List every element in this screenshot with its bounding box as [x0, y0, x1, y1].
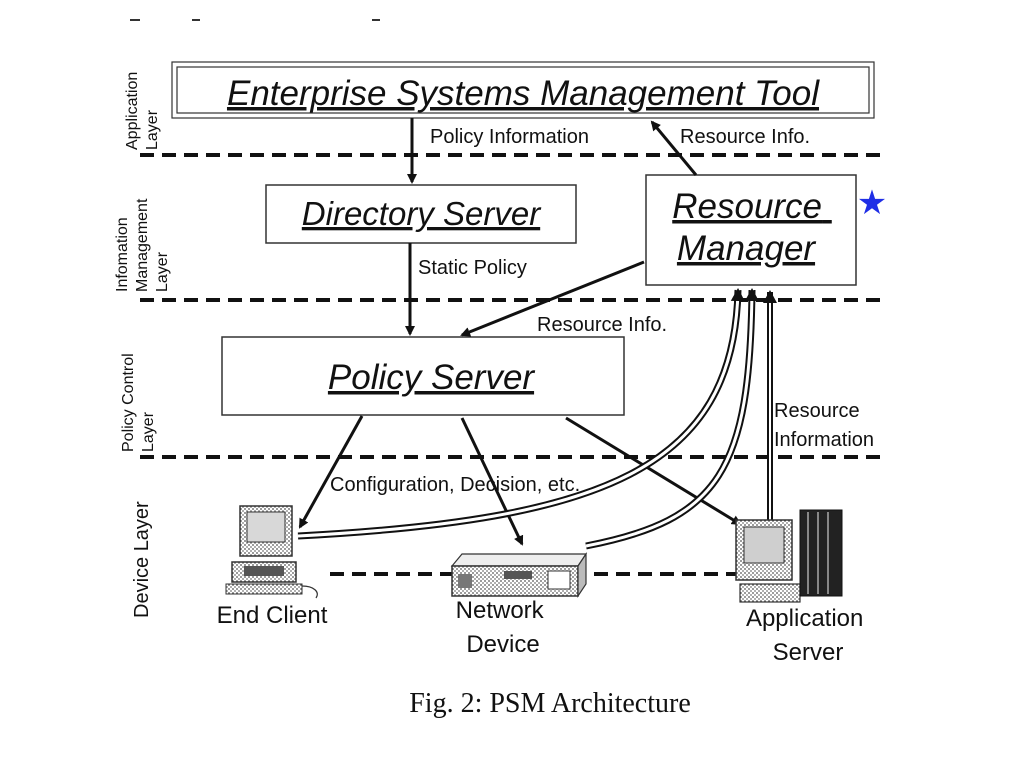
device-label-end-client: End Client	[217, 602, 328, 629]
directory-server-title: Directory Server	[302, 195, 542, 232]
label-static-policy: Static Policy	[418, 257, 527, 279]
label-configuration-decision: Configuration, Decision, etc.	[330, 474, 580, 496]
directory-server-box: Directory Server	[265, 184, 577, 244]
star-icon: ★	[857, 183, 887, 223]
layer-label-information-management: Infomation Management Layer	[114, 194, 171, 292]
label-policy-information: Policy Information	[430, 126, 589, 148]
end-client-computer-icon	[225, 505, 318, 599]
layer-label-device: Device Layer	[131, 501, 153, 618]
layer-label-policy-control: Policy Control Layer	[120, 349, 157, 452]
application-server-icon	[735, 509, 843, 603]
arrow-resource-manager-to-esm	[650, 120, 698, 176]
label-resource-info-top: Resource Info.	[680, 126, 810, 148]
label-resource-information: Resource Information	[774, 400, 874, 451]
device-label-application-server: Application Server	[746, 605, 870, 666]
arrow-policy-to-application-server	[565, 416, 742, 526]
policy-server-title: Policy Server	[328, 358, 536, 397]
arrow-policy-to-network-device	[460, 417, 524, 546]
network-device-icon	[450, 552, 588, 598]
device-label-network-device: Network Device	[456, 597, 551, 658]
policy-server-box: Policy Server	[221, 336, 625, 416]
layer-label-application: Application Layer	[124, 67, 161, 150]
resource-manager-title: Resource Manager	[672, 187, 832, 268]
arrow-network-device-to-resource-manager	[585, 288, 759, 550]
label-resource-info-mid: Resource Info.	[537, 314, 667, 336]
esm-tool-title: Enterprise Systems Management Tool	[227, 74, 820, 113]
arrow-resource-manager-to-policy	[460, 260, 645, 337]
arrow-policy-to-end-client	[298, 415, 364, 529]
figure-caption: Fig. 2: PSM Architecture	[409, 688, 691, 719]
arrow-end-client-to-resource-manager	[297, 288, 745, 540]
resource-manager-box: Resource Manager	[645, 174, 857, 286]
esm-tool-box: Enterprise Systems Management Tool	[171, 61, 875, 119]
